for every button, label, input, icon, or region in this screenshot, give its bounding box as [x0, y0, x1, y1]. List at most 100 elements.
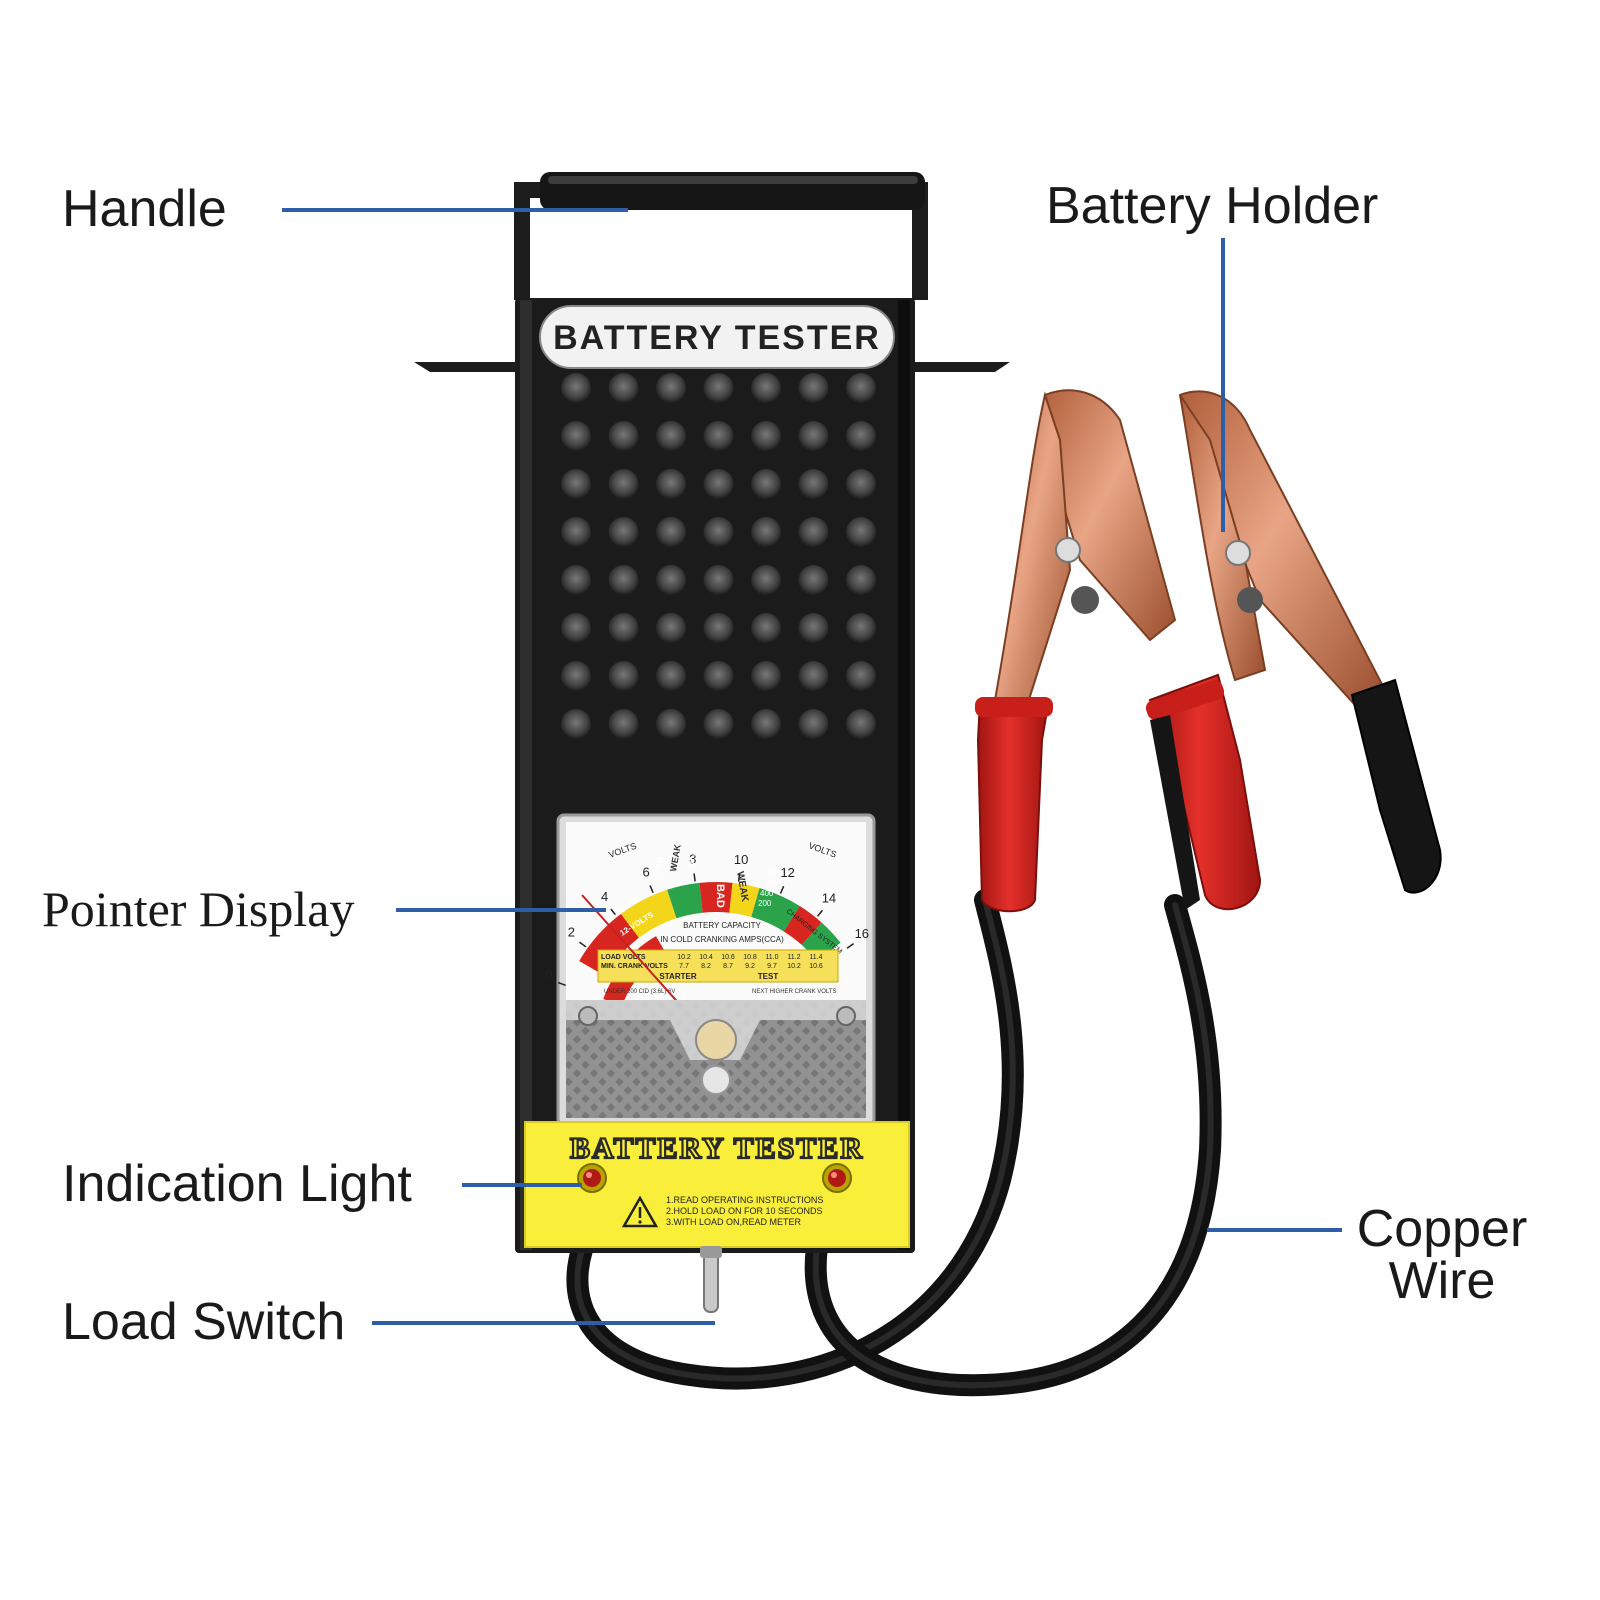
zone-band-weak-6v: [620, 889, 677, 938]
meter-footer-starter: STARTER: [659, 972, 696, 981]
vent-hole: [656, 661, 686, 691]
meter-scale-tick: [610, 908, 617, 916]
vent-hole: [608, 709, 639, 739]
meter-scale-tick: [779, 885, 785, 894]
vent-hole: [798, 469, 829, 499]
instruction-2: 2.HOLD LOAD ON FOR 10 SECONDS: [666, 1206, 823, 1216]
meter-min-crank-volts-value: 10.6: [809, 963, 823, 970]
zone-band-ok-6v: [667, 882, 703, 919]
vent-hole: [703, 373, 734, 403]
callout-lines: [282, 208, 1342, 1325]
meter-zone-bad-12v: BAD: [714, 884, 726, 908]
vent-hole: [608, 373, 639, 403]
vent-hole: [608, 469, 639, 499]
load-switch-label: Load Switch: [62, 1293, 346, 1351]
meter-min-crank-volts-value: 9.2: [745, 963, 755, 970]
top-name-plate: BATTERY TESTER: [539, 305, 895, 369]
meter-load-volts-value: 11.4: [809, 954, 822, 961]
vent-hole: [703, 517, 734, 547]
vent-hole: [703, 613, 734, 643]
meter-scale-tick: [579, 941, 587, 948]
meter-note-left: UNDER 200 CID (3.6L) 6V: [604, 989, 675, 995]
vent-hole: [561, 373, 591, 403]
vent-hole: [656, 709, 686, 739]
meter-footer-test: TEST: [758, 972, 779, 981]
meter-min-crank-volts-value: 9.7: [767, 963, 777, 970]
vent-hole: [561, 565, 591, 595]
meter-scale-tick-label: 10: [734, 852, 748, 867]
vent-hole: [561, 469, 591, 499]
indication-light-right: [822, 1163, 852, 1193]
instruction-3: 3.WITH LOAD ON,READ METER: [666, 1217, 802, 1227]
meter-scale-tick: [649, 885, 654, 894]
meter-scale-tick-label: 8: [689, 852, 696, 867]
meter-cca-400: 400: [760, 889, 774, 898]
vent-hole: [846, 709, 876, 739]
battery-holder-label: Battery Holder: [1046, 177, 1379, 235]
copper-wire-label-line2: Wire: [1388, 1252, 1496, 1310]
vent-hole: [846, 661, 876, 691]
meter-scale-tick-label: 6: [642, 864, 649, 879]
vent-hole: [798, 661, 829, 691]
vent-hole: [656, 517, 686, 547]
meter-scale-tick: [846, 943, 855, 949]
battery-holder-clamp-right: [1145, 390, 1442, 911]
vent-hole: [846, 517, 876, 547]
vent-hole: [798, 613, 829, 643]
vent-hole: [656, 421, 686, 451]
vent-hole: [561, 421, 591, 451]
vent-holes: [561, 373, 876, 739]
meter-min-crank-volts-value: 8.7: [723, 963, 733, 970]
meter-min-crank-volts-value: 7.7: [679, 963, 689, 970]
front-label-title: BATTERY TESTER: [570, 1132, 864, 1165]
meter-scale-tick-label: 16: [855, 926, 869, 941]
copper-wire-label-line1: Copper: [1356, 1200, 1528, 1258]
meter-scale-tick-label: 12: [780, 865, 794, 880]
vent-hole: [656, 469, 686, 499]
meter-min-crank-volts-value: 8.2: [701, 963, 711, 970]
meter-scale-tick-label: 2: [568, 924, 575, 939]
meter-zone-weak-12v: WEAK: [734, 871, 750, 904]
meter-cca-200: 200: [758, 899, 772, 908]
vent-hole: [561, 661, 591, 691]
vent-hole: [561, 517, 591, 547]
meter-zone-weak-6v: WEAK: [668, 843, 683, 872]
indication-light-label: Indication Light: [62, 1155, 412, 1213]
vent-hole: [846, 373, 876, 403]
vent-hole: [608, 613, 639, 643]
vent-hole: [703, 709, 734, 739]
meter-min-crank-volts-value: 10.2: [787, 963, 801, 970]
zone-band-bad-12v: [699, 882, 733, 913]
meter-load-volts-value: 10.8: [743, 954, 757, 961]
vent-hole: [608, 517, 639, 547]
meter-row1-label: LOAD VOLTS: [601, 954, 646, 961]
vent-hole: [656, 613, 686, 643]
vent-hole: [798, 421, 829, 451]
vent-hole: [751, 517, 781, 547]
warning-icon: [621, 1195, 659, 1228]
vent-hole: [656, 373, 686, 403]
meter-cca-800: 800: [768, 869, 782, 878]
vent-hole: [561, 613, 591, 643]
vent-hole: [703, 661, 734, 691]
vent-hole: [798, 565, 829, 595]
meter-zone-ok-6v: OK: [686, 854, 696, 868]
vent-hole: [846, 565, 876, 595]
copper-wire: [566, 889, 1222, 1397]
vent-hole: [751, 661, 781, 691]
meter-note-right: NEXT HIGHER CRANK VOLTS: [752, 989, 836, 995]
vent-hole: [703, 421, 734, 451]
vent-hole: [656, 565, 686, 595]
vent-hole: [751, 565, 781, 595]
meter-row2-label: MIN. CRANK VOLTS: [601, 963, 668, 970]
zone-band-charging-bad: [783, 906, 822, 945]
vent-hole: [561, 709, 591, 739]
battery-holder-clamp-left: [975, 389, 1177, 913]
hanger-hooks: [414, 362, 1010, 372]
vent-hole: [703, 565, 734, 595]
vent-hole: [846, 613, 876, 643]
vent-hole: [608, 421, 639, 451]
vent-hole: [751, 613, 781, 643]
